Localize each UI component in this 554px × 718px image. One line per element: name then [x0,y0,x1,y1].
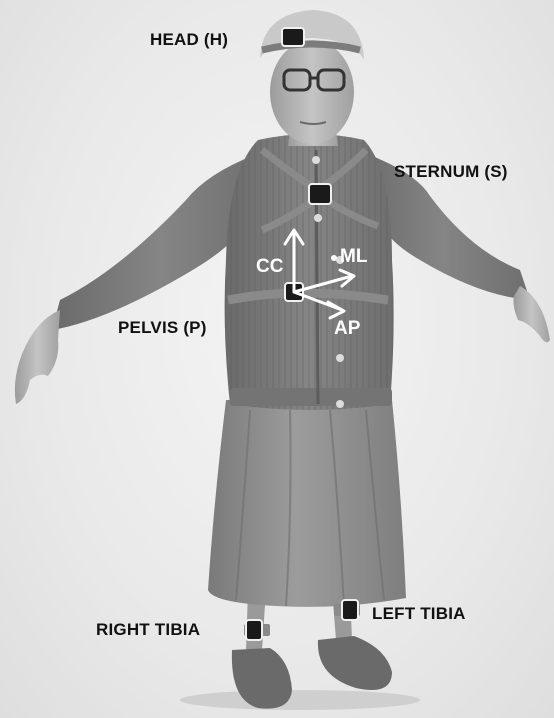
head-sensor [282,28,304,46]
head-label: HEAD (H) [150,30,228,50]
ap-axis-label: AP [334,318,360,340]
left-tibia-label: LEFT TIBIA [372,604,466,624]
sweater-hem [230,388,392,406]
right-tibia-sensor [246,620,262,640]
sternum-label: STERNUM (S) [394,162,508,182]
left-hand [514,286,551,342]
floor-shadow [180,690,420,710]
left-tibia-sensor [342,600,358,620]
ml-dot [331,255,337,261]
pelvis-label: PELVIS (P) [118,318,207,338]
sternum-sensor [309,184,331,204]
right-hand [15,310,60,404]
right-tibia-label: RIGHT TIBIA [96,620,200,640]
sweater-knit-texture [225,134,394,410]
cc-axis-label: CC [256,256,283,278]
ml-axis-label: ML [340,246,367,268]
face [270,40,354,144]
